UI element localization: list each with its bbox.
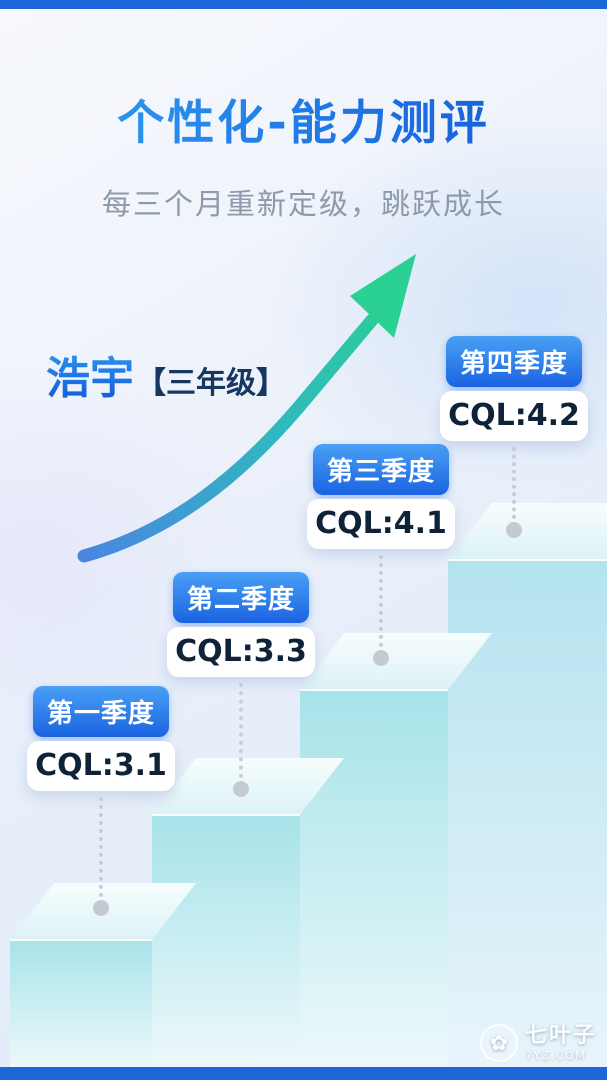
- quarter-score: CQL:3.3: [167, 627, 315, 677]
- quarter-badge-q3: 第三季度 CQL:4.1: [306, 444, 456, 666]
- dotted-connector: [379, 555, 383, 647]
- watermark-brand: 七叶子: [524, 1023, 597, 1049]
- quarter-label: 第二季度: [172, 572, 309, 623]
- student-name: 浩宇: [46, 342, 134, 406]
- watermark: ✿ 七叶子 7YZ.COM: [479, 1023, 597, 1062]
- watermark-text: 七叶子 7YZ.COM: [524, 1023, 597, 1062]
- page-title: 个性化-能力测评: [0, 84, 607, 153]
- quarter-score: CQL:3.1: [27, 741, 175, 791]
- quarter-label: 第三季度: [312, 444, 449, 495]
- student-grade: 【三年级】: [136, 366, 286, 401]
- quarter-score: CQL:4.1: [307, 499, 455, 549]
- dotted-connector: [239, 683, 243, 778]
- step-dot: [506, 522, 522, 538]
- quarter-badge-q2: 第二季度 CQL:3.3: [166, 572, 316, 797]
- step-dot: [93, 900, 109, 916]
- page-subtitle: 每三个月重新定级，跳跃成长: [101, 187, 505, 221]
- bottom-accent-bar: [0, 1067, 607, 1080]
- student-label: 浩宇 【三年级】: [46, 342, 286, 406]
- quarter-label: 第一季度: [32, 686, 169, 737]
- dotted-connector: [512, 447, 516, 519]
- flower-icon: ✿: [479, 1024, 518, 1062]
- quarter-badge-q1: 第一季度 CQL:3.1: [26, 686, 176, 916]
- quarter-badge-q4: 第四季度 CQL:4.2: [439, 336, 589, 538]
- step-dot: [233, 781, 249, 797]
- step-dot: [373, 650, 389, 666]
- quarter-score: CQL:4.2: [440, 391, 588, 441]
- quarter-label: 第四季度: [445, 336, 582, 387]
- watermark-domain: 7YZ.COM: [524, 1048, 587, 1062]
- dotted-connector: [99, 797, 103, 897]
- top-accent-bar: [0, 0, 607, 9]
